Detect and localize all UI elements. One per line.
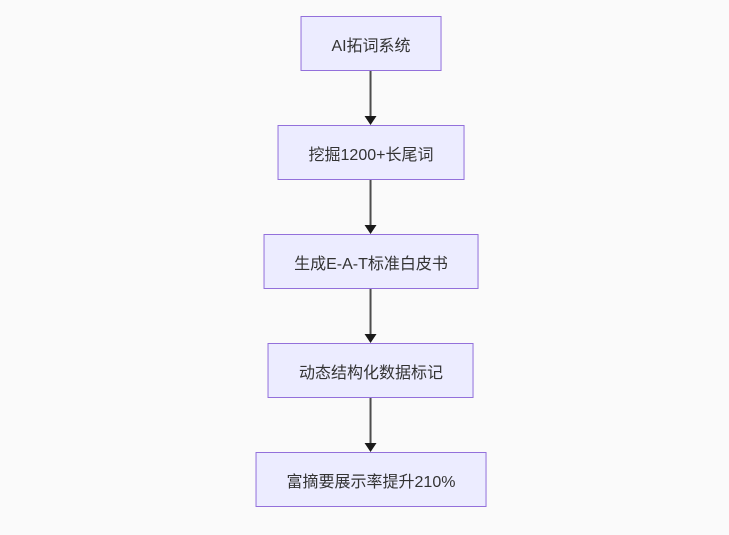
flowchart-edge	[364, 289, 378, 343]
edge-line	[370, 180, 372, 225]
arrowhead-down-icon	[365, 225, 377, 234]
node-label: 富摘要展示率提升210%	[286, 473, 456, 491]
node-label: 生成E-A-T标准白皮书	[294, 255, 448, 273]
arrowhead-down-icon	[365, 334, 377, 343]
flowchart-edge	[364, 398, 378, 452]
flowchart-edge	[364, 71, 378, 125]
edge-line	[370, 398, 372, 443]
arrowhead-down-icon	[365, 116, 377, 125]
flowchart-node-longtail-mining: 挖掘1200+长尾词	[277, 125, 465, 180]
edge-line	[370, 71, 372, 116]
flowchart-node-ai-word-expansion: AI拓词系统	[300, 16, 442, 71]
node-label: 动态结构化数据标记	[298, 364, 443, 382]
flowchart-edge	[364, 180, 378, 234]
flowchart-canvas: AI拓词系统 挖掘1200+长尾词 生成E-A-T标准白皮书 动态结构化数据标记…	[255, 16, 487, 507]
flowchart-node-structured-data-markup: 动态结构化数据标记	[267, 343, 474, 398]
node-label: AI拓词系统	[331, 37, 411, 55]
node-label: 挖掘1200+长尾词	[308, 146, 434, 164]
flowchart-node-rich-snippet-rate: 富摘要展示率提升210%	[255, 452, 487, 507]
edge-line	[370, 289, 372, 334]
flowchart-node-eat-whitepaper: 生成E-A-T标准白皮书	[263, 234, 479, 289]
arrowhead-down-icon	[365, 443, 377, 452]
